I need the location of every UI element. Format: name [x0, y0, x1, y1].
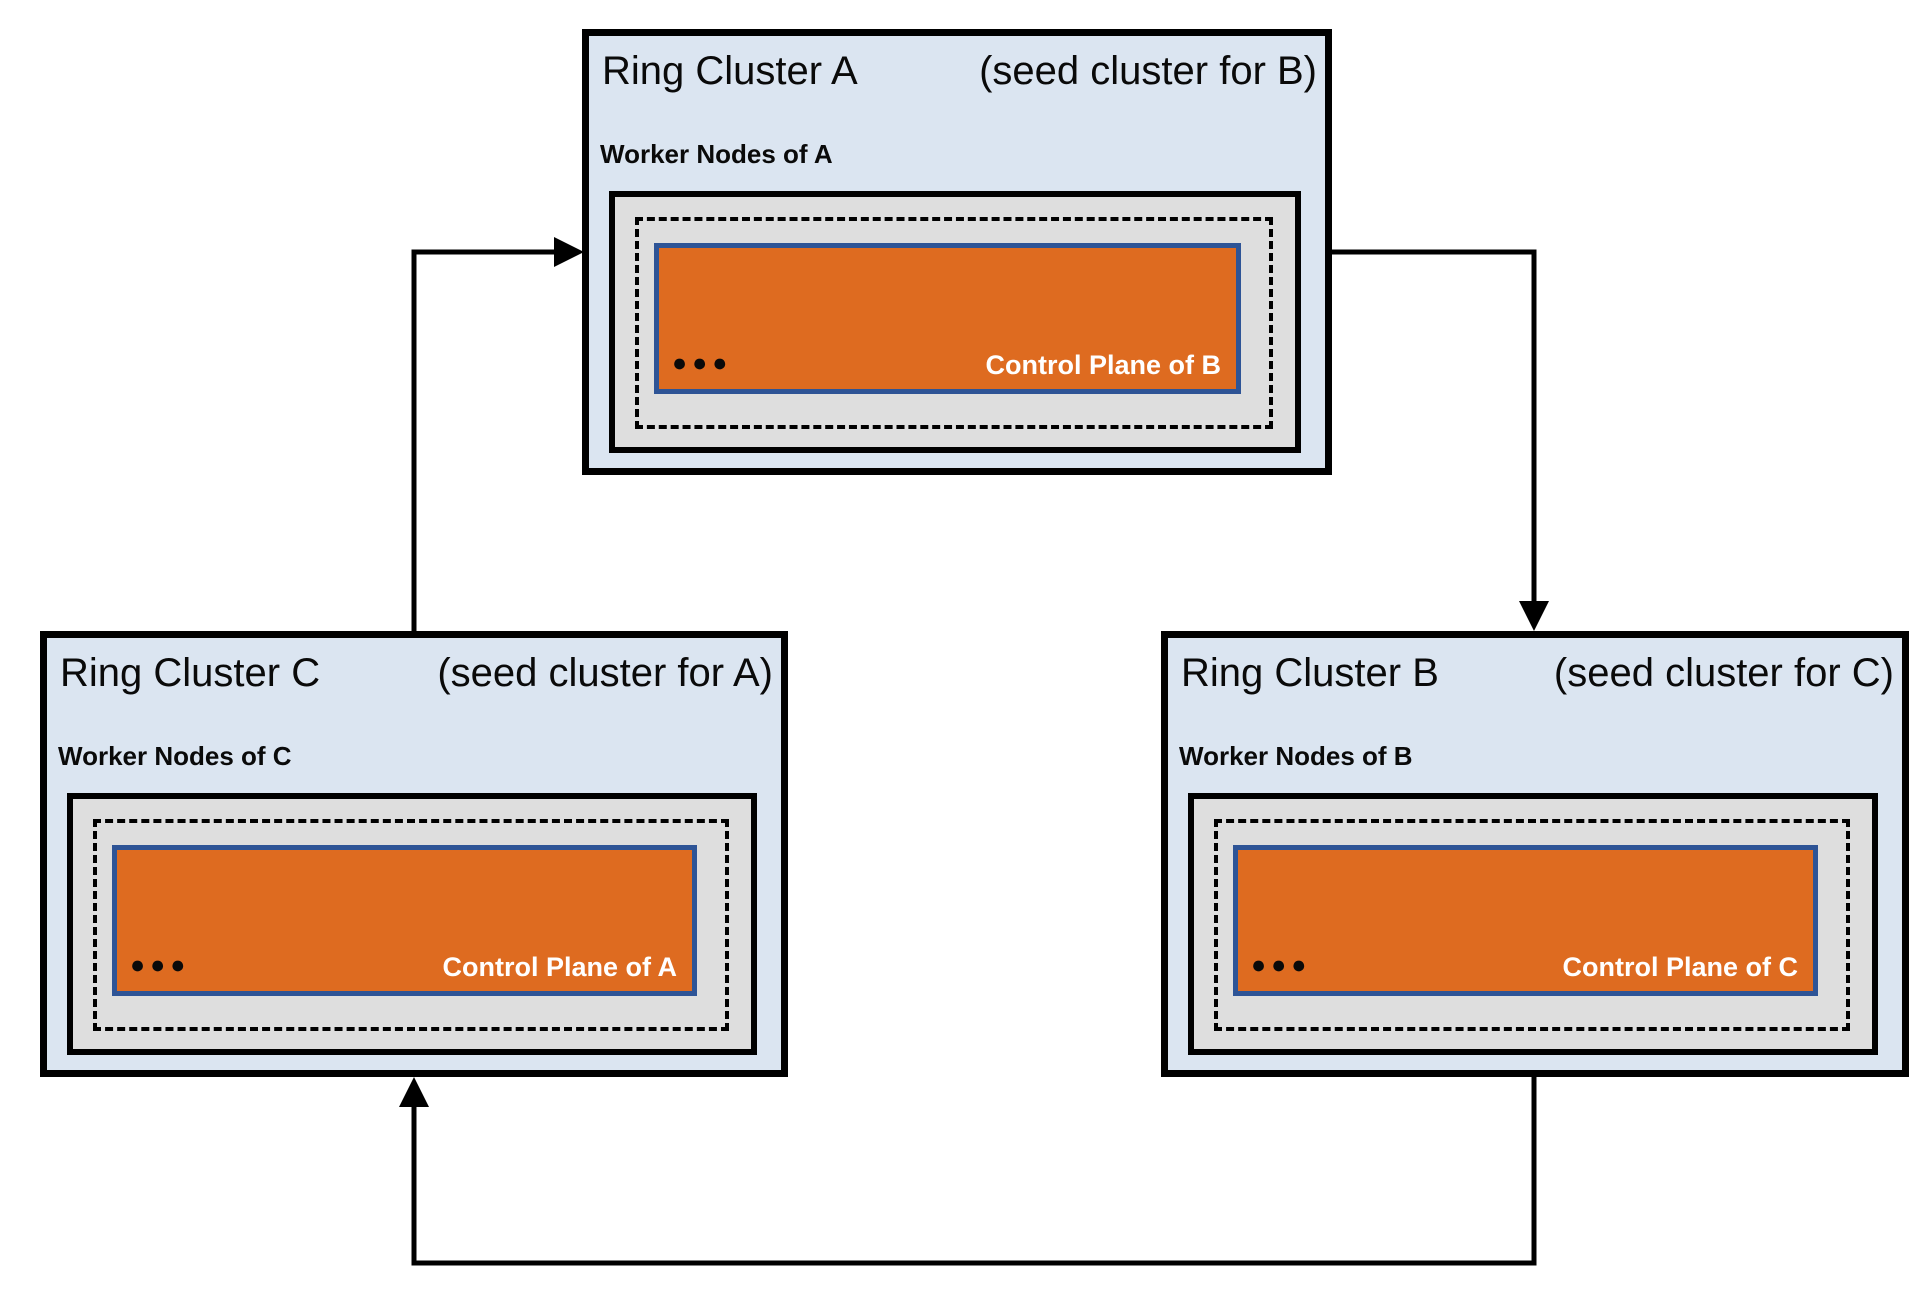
- cluster-a-title: Ring Cluster A: [602, 49, 858, 93]
- cluster-a-dashed-boundary: ●●● Control Plane of B: [635, 217, 1273, 429]
- cluster-b-title: Ring Cluster B: [1181, 651, 1439, 695]
- ellipsis-dots: ●●●: [672, 349, 733, 377]
- cluster-a-title-row: Ring Cluster A (seed cluster for B): [602, 46, 1317, 96]
- cluster-c-worker-nodes-label: Worker Nodes of C: [58, 741, 292, 771]
- cluster-box-c: Ring Cluster C (seed cluster for A) Work…: [40, 631, 788, 1077]
- cluster-b-control-plane-label: Control Plane of C: [1562, 952, 1799, 983]
- arrowhead-b-to-c: [399, 1077, 429, 1107]
- arrow-b-to-c-line: [411, 1075, 1537, 1266]
- cluster-box-a: Ring Cluster A (seed cluster for B) Work…: [582, 29, 1332, 475]
- cluster-box-b: Ring Cluster B (seed cluster for C) Work…: [1161, 631, 1909, 1077]
- arrowhead-c-to-a: [554, 237, 584, 267]
- arrowhead-a-to-b: [1519, 601, 1549, 631]
- cluster-a-worker-nodes-panel: ●●● Control Plane of B: [609, 191, 1301, 453]
- cluster-b-subtitle: (seed cluster for C): [1553, 651, 1894, 695]
- arrow-c-to-a-line: [411, 249, 556, 633]
- cluster-b-title-row: Ring Cluster B (seed cluster for C): [1181, 648, 1894, 698]
- ellipsis-dots: ●●●: [1251, 951, 1312, 979]
- cluster-a-subtitle: (seed cluster for B): [979, 49, 1317, 93]
- cluster-c-title-row: Ring Cluster C (seed cluster for A): [60, 648, 773, 698]
- cluster-c-title: Ring Cluster C: [60, 651, 321, 695]
- cluster-c-control-plane-label: Control Plane of A: [442, 952, 678, 983]
- cluster-c-dashed-boundary: ●●● Control Plane of A: [93, 819, 729, 1031]
- cluster-a-control-plane-box: ●●● Control Plane of B: [654, 243, 1241, 394]
- cluster-b-worker-nodes-label: Worker Nodes of B: [1179, 741, 1413, 771]
- cluster-a-control-plane-label: Control Plane of B: [985, 350, 1222, 381]
- ellipsis-dots: ●●●: [130, 951, 191, 979]
- cluster-c-subtitle: (seed cluster for A): [437, 651, 773, 695]
- arrow-a-to-b-line: [1329, 249, 1537, 603]
- cluster-c-control-plane-box: ●●● Control Plane of A: [112, 845, 697, 996]
- cluster-c-worker-nodes-panel: ●●● Control Plane of A: [67, 793, 757, 1055]
- cluster-b-control-plane-box: ●●● Control Plane of C: [1233, 845, 1818, 996]
- cluster-a-worker-nodes-label: Worker Nodes of A: [600, 139, 833, 169]
- cluster-b-dashed-boundary: ●●● Control Plane of C: [1214, 819, 1850, 1031]
- cluster-b-worker-nodes-panel: ●●● Control Plane of C: [1188, 793, 1878, 1055]
